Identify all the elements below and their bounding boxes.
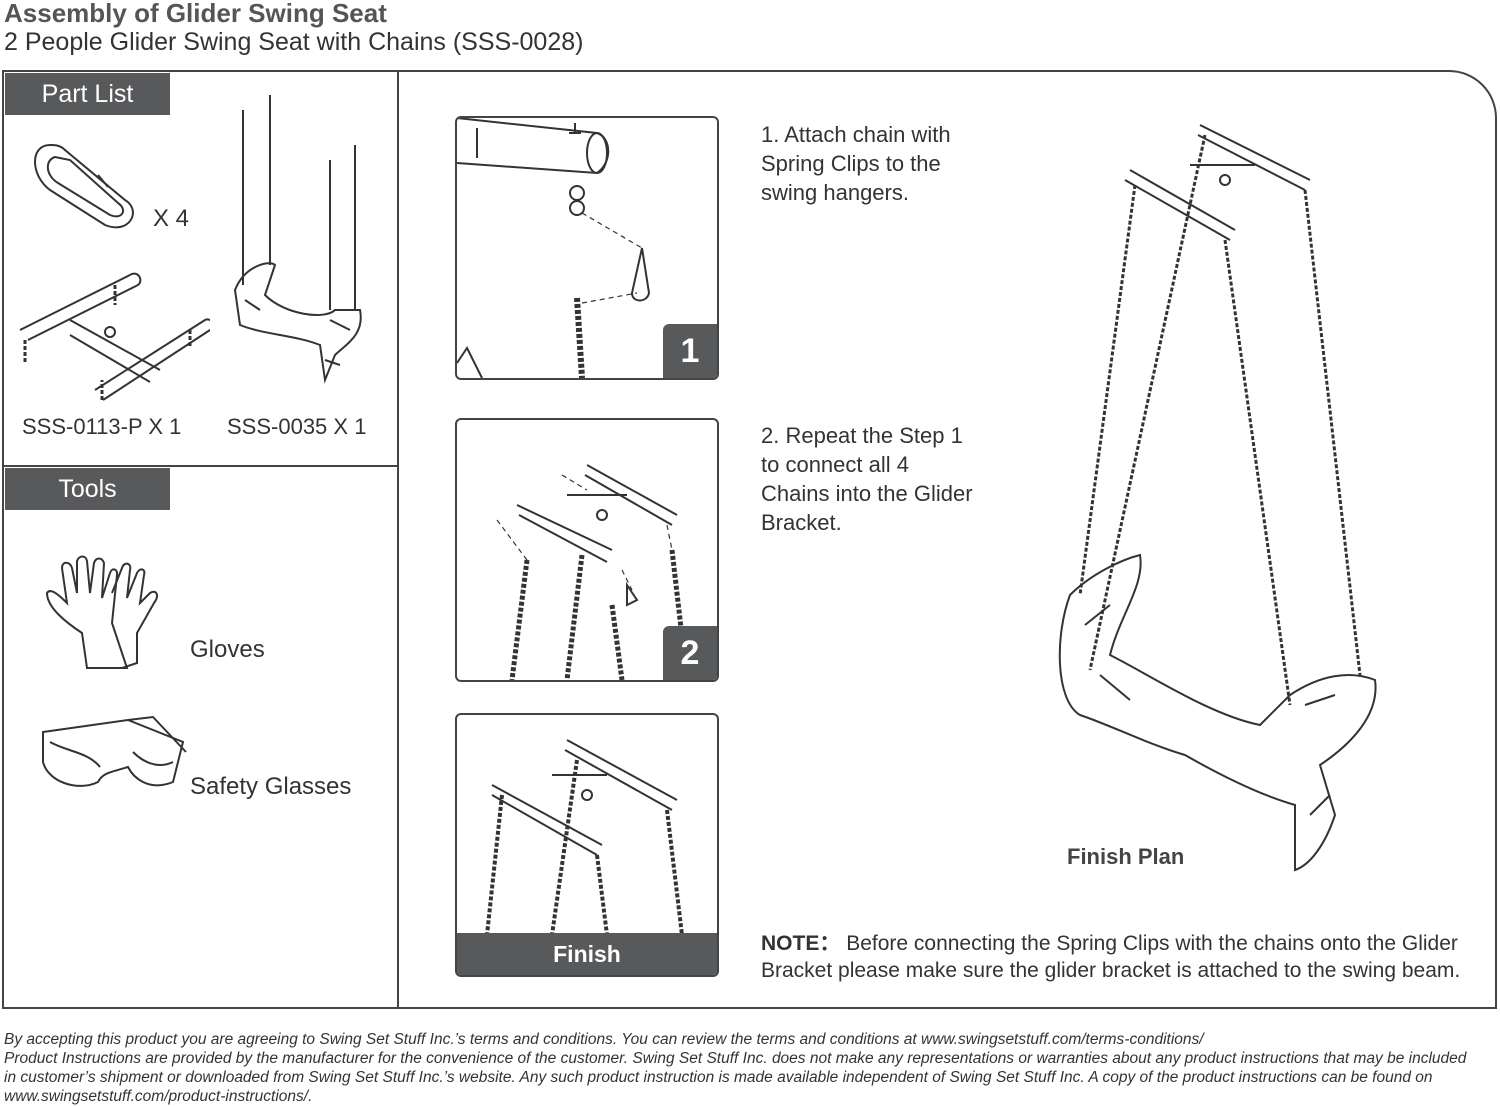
step-text-line: swing hangers.: [761, 180, 909, 205]
finish-illustration: Finish: [455, 713, 719, 977]
seat-part-label: SSS-0035 X 1: [227, 414, 367, 439]
divider: [2, 465, 399, 467]
document-subtitle: 2 People Glider Swing Seat with Chains (…: [4, 28, 584, 56]
step-text-line: 2. Repeat the Step 1: [761, 423, 963, 448]
step-text-line: 1. Attach chain with: [761, 122, 951, 147]
footer-line: in customer’s shipment or downloaded fro…: [4, 1069, 1433, 1086]
footer-line: By accepting this product you are agreei…: [4, 1031, 1204, 1048]
step-text-line: Spring Clips to the: [761, 151, 941, 176]
note-label: NOTE：: [761, 932, 841, 955]
step-2-instructions: 2. Repeat the Step 1 to connect all 4 Ch…: [761, 421, 973, 537]
document-title: Assembly of Glider Swing Seat: [4, 0, 387, 28]
bracket-part-label: SSS-0113-P X 1: [22, 414, 182, 439]
note-text: Before connecting the Spring Clips with …: [761, 932, 1461, 982]
step-2-badge: 2: [663, 626, 717, 680]
footer-disclaimer: By accepting this product you are agreei…: [4, 1030, 1499, 1106]
tool-label-safety-glasses: Safety Glasses: [190, 773, 352, 800]
part-list-heading: Part List: [5, 73, 170, 115]
step-text-line: to connect all 4: [761, 452, 909, 477]
divider: [397, 72, 399, 1007]
swing-seat-icon: [233, 95, 362, 384]
clip-quantity: X 4: [153, 205, 190, 232]
step-text-line: Chains into the Glider: [761, 481, 973, 506]
instruction-frame: [2, 70, 1497, 1009]
step-2-illustration: 2: [455, 418, 719, 682]
step-1-illustration: 1: [455, 116, 719, 380]
step-text-line: Bracket.: [761, 510, 842, 535]
footer-line: Product Instructions are provided by the…: [4, 1050, 1467, 1067]
safety-glasses-icon: [42, 715, 187, 787]
tool-label-gloves: Gloves: [190, 636, 265, 663]
gloves-icon: [45, 555, 158, 669]
finish-badge: Finish: [457, 933, 717, 975]
step-1-instructions: 1. Attach chain with Spring Clips to the…: [761, 120, 951, 207]
tools-heading: Tools: [5, 468, 170, 510]
step-1-badge: 1: [663, 324, 717, 378]
glider-bracket-icon: [19, 272, 210, 401]
spring-clip-icon: [34, 143, 134, 229]
note: NOTE： Before connecting the Spring Clips…: [761, 930, 1496, 984]
finish-plan-illustration: [1058, 124, 1377, 872]
finish-plan-label: Finish Plan: [1067, 844, 1185, 869]
footer-line: www.swingsetstuff.com/product-instructio…: [4, 1088, 313, 1105]
